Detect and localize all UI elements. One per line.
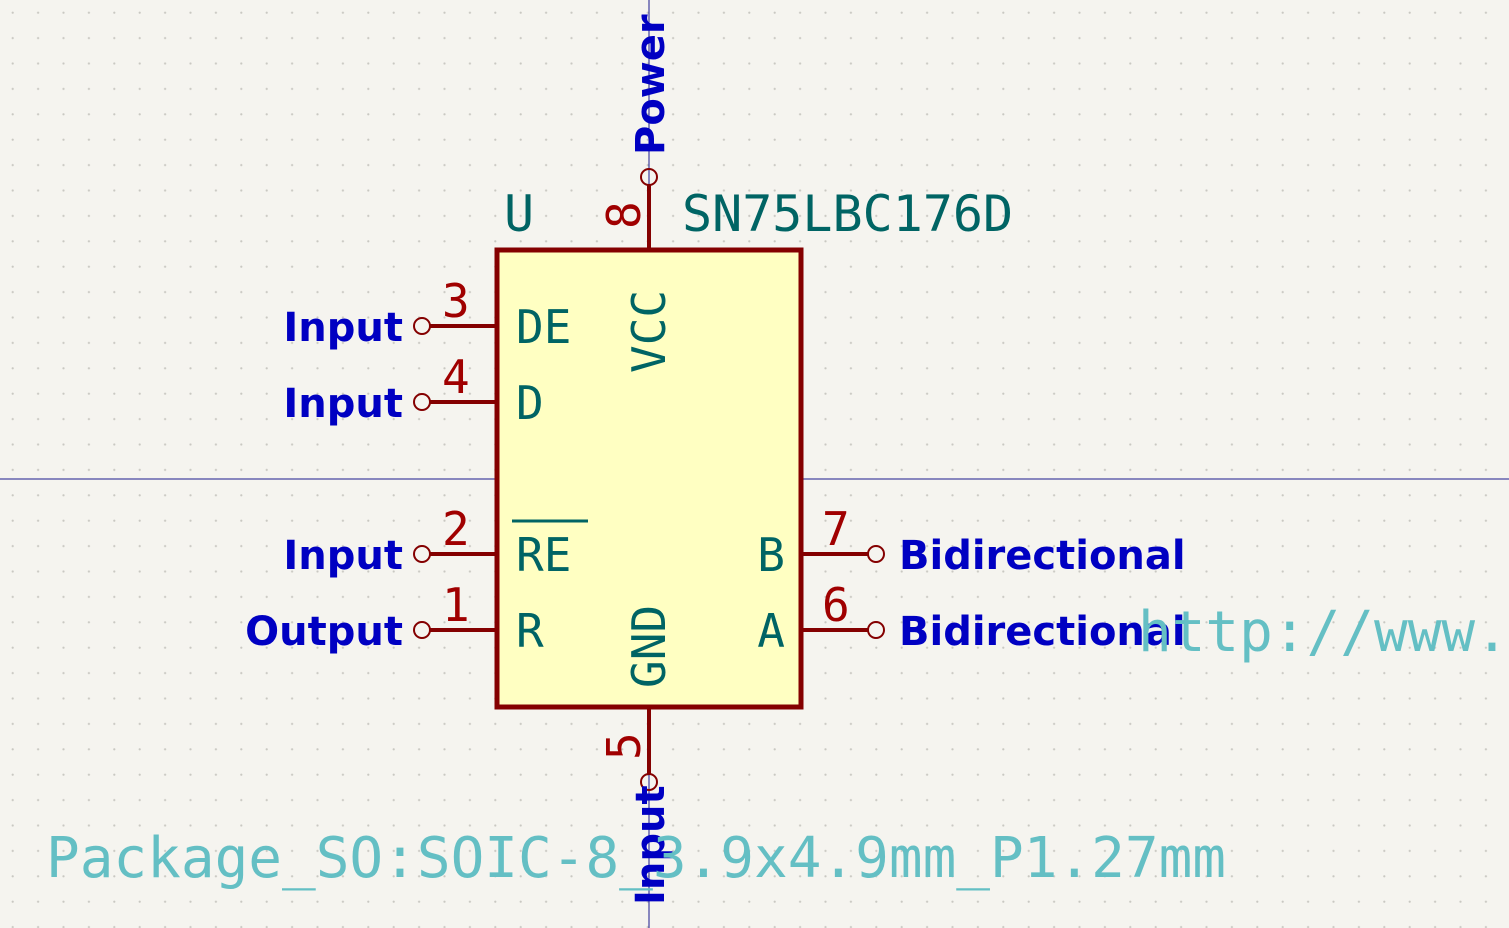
- pin-8-end-circle[interactable]: [640, 168, 658, 186]
- component-reference[interactable]: U: [504, 185, 534, 243]
- pin-3-type: Input: [283, 305, 403, 351]
- pin-3-number: 3: [442, 274, 470, 328]
- pin-7-type: Bidirectional: [899, 533, 1186, 579]
- pin-2-end-circle[interactable]: [413, 545, 431, 563]
- pin-types: Input Input Input Output Bidirectional B…: [245, 0, 1185, 905]
- pin-5-name: GND: [622, 605, 676, 688]
- pin-2-type: Input: [283, 533, 403, 579]
- pin-5-type: Input: [628, 785, 674, 905]
- pin-lines: [430, 185, 868, 774]
- pin-2-name: RE: [516, 528, 571, 582]
- pin-names: DE D RE R B A VCC GND: [516, 290, 785, 688]
- footprint-field[interactable]: Package_SO:SOIC-8_3.9x4.9mm_P1.27mm: [46, 826, 1226, 891]
- pin-6-end-circle[interactable]: [867, 621, 885, 639]
- pin-2-number: 2: [442, 502, 470, 556]
- pin-7-end-circle[interactable]: [867, 545, 885, 563]
- pin-6-number: 6: [822, 578, 850, 632]
- pin-7-number: 7: [822, 502, 850, 556]
- pin-1-type: Output: [245, 609, 403, 655]
- pin-3-end-circle[interactable]: [413, 317, 431, 335]
- pin-numbers: 8 5 3 4 2 1 7 6: [442, 201, 850, 760]
- pin-8-number: 8: [597, 201, 651, 229]
- pin-1-name: R: [516, 604, 544, 658]
- pin-6-type: Bidirectional: [899, 609, 1186, 655]
- pin-7-name: B: [757, 528, 785, 582]
- component-value[interactable]: SN75LBC176D: [682, 185, 1013, 243]
- pin-4-name: D: [516, 376, 544, 430]
- pin-4-type: Input: [283, 381, 403, 427]
- pin-1-end-circle[interactable]: [413, 621, 431, 639]
- pin-6-name: A: [757, 604, 785, 658]
- pin-8-type: Power i: [628, 0, 674, 155]
- pin-1-number: 1: [442, 578, 470, 632]
- pin-8-name: VCC: [622, 290, 676, 373]
- datasheet-field[interactable]: http://www.ti: [1138, 600, 1509, 665]
- pin-5-number: 5: [597, 732, 651, 760]
- pin-4-end-circle[interactable]: [413, 393, 431, 411]
- pin-3-name: DE: [516, 300, 571, 354]
- pin-4-number: 4: [442, 350, 470, 404]
- component-body[interactable]: [494, 247, 804, 710]
- pin-end-markers: [413, 168, 885, 791]
- pin-5-end-circle[interactable]: [640, 773, 658, 791]
